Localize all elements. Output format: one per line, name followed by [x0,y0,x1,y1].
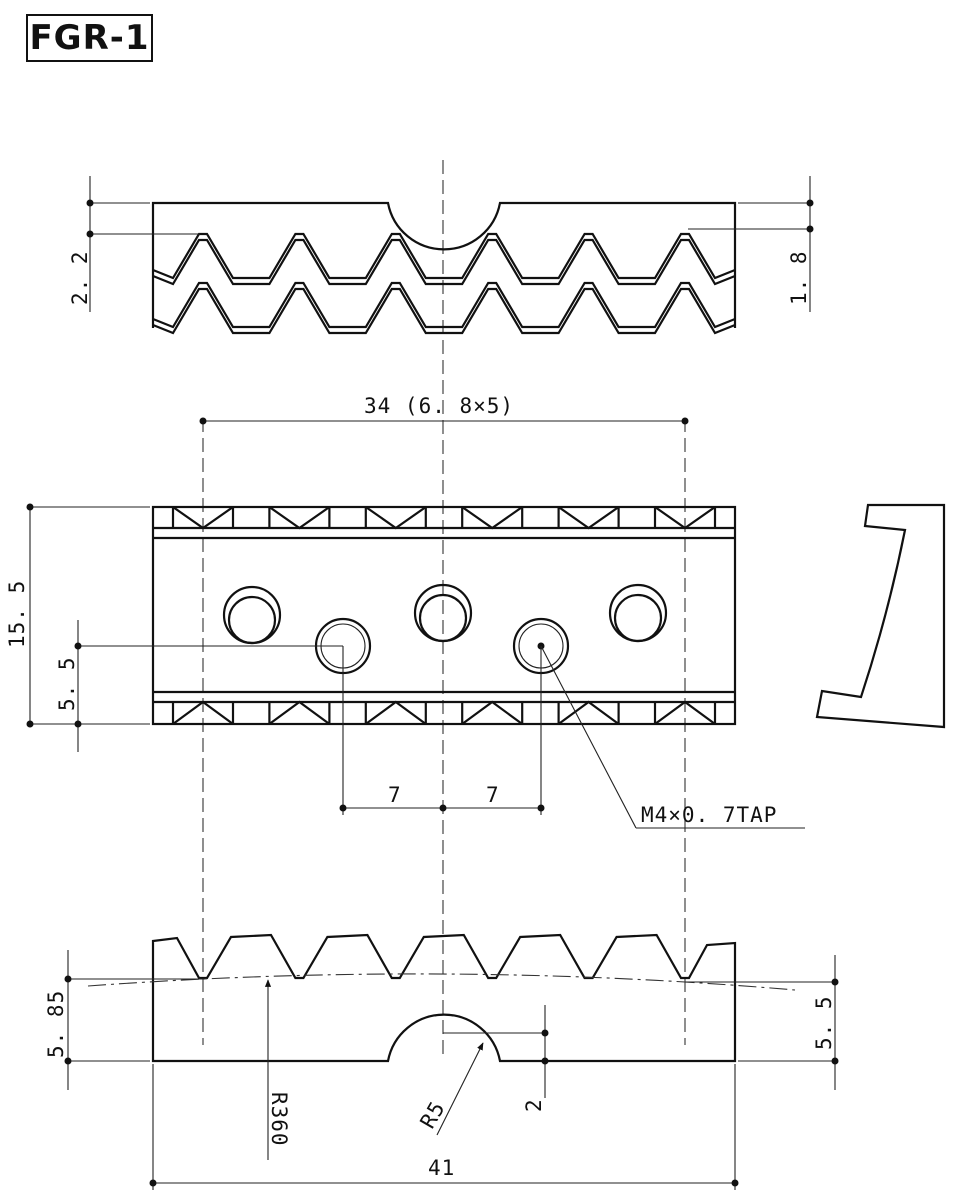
hole-counterbore-2 [413,583,473,643]
dim-spacing-right: 7 [486,783,500,807]
top-view [86,176,814,335]
hole-counterbore-3 [608,583,668,643]
dim-bottom-right: 5. 5 [812,995,836,1050]
dim-bottom-left: 5. 85 [44,990,68,1058]
dim-radius-large: R360 [267,1092,291,1147]
dim-notch-depth: 2 [522,1098,546,1112]
dim-radius-notch: R5 [416,1097,450,1133]
side-view [815,503,946,729]
dim-pitch: 34 (6. 8×5) [364,394,514,418]
dim-height: 15. 5 [5,580,29,648]
dim-hole-offset: 5. 5 [55,656,79,711]
bottom-view [64,933,839,1190]
tap-callout: M4×0. 7TAP [641,803,777,827]
part-number-label: FGR-1 [26,14,153,62]
dim-width: 41 [428,1156,455,1180]
dim-top-left: 2. 2 [68,250,92,305]
dim-spacing-left: 7 [388,783,402,807]
dim-top-right: 1. 8 [787,250,811,305]
front-view [26,417,805,829]
hole-counterbore-1 [222,585,282,645]
